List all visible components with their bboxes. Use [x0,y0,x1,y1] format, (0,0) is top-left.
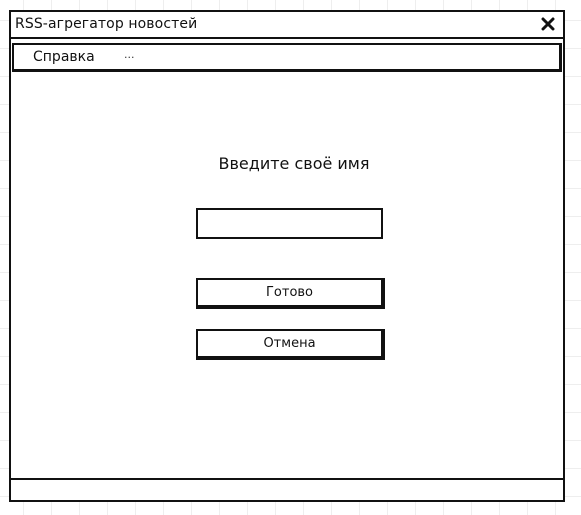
done-button[interactable]: Готово [196,278,385,309]
name-prompt-label: Введите своё имя [218,154,370,173]
menu-bar: Справка ... [12,43,562,72]
content-area: Введите своё имя Готово Отмена [11,74,563,476]
cancel-button[interactable]: Отмена [196,329,385,360]
menu-item-help[interactable]: Справка [33,49,95,65]
menu-item-more[interactable]: ... [124,48,135,61]
name-input[interactable] [196,208,383,239]
window-title: RSS-агрегатор новостей [15,16,198,32]
close-icon[interactable] [537,12,559,36]
app-window: RSS-агрегатор новостей Справка ... Введи… [9,10,565,502]
title-bar: RSS-агрегатор новостей [11,12,563,39]
status-bar [11,478,563,500]
